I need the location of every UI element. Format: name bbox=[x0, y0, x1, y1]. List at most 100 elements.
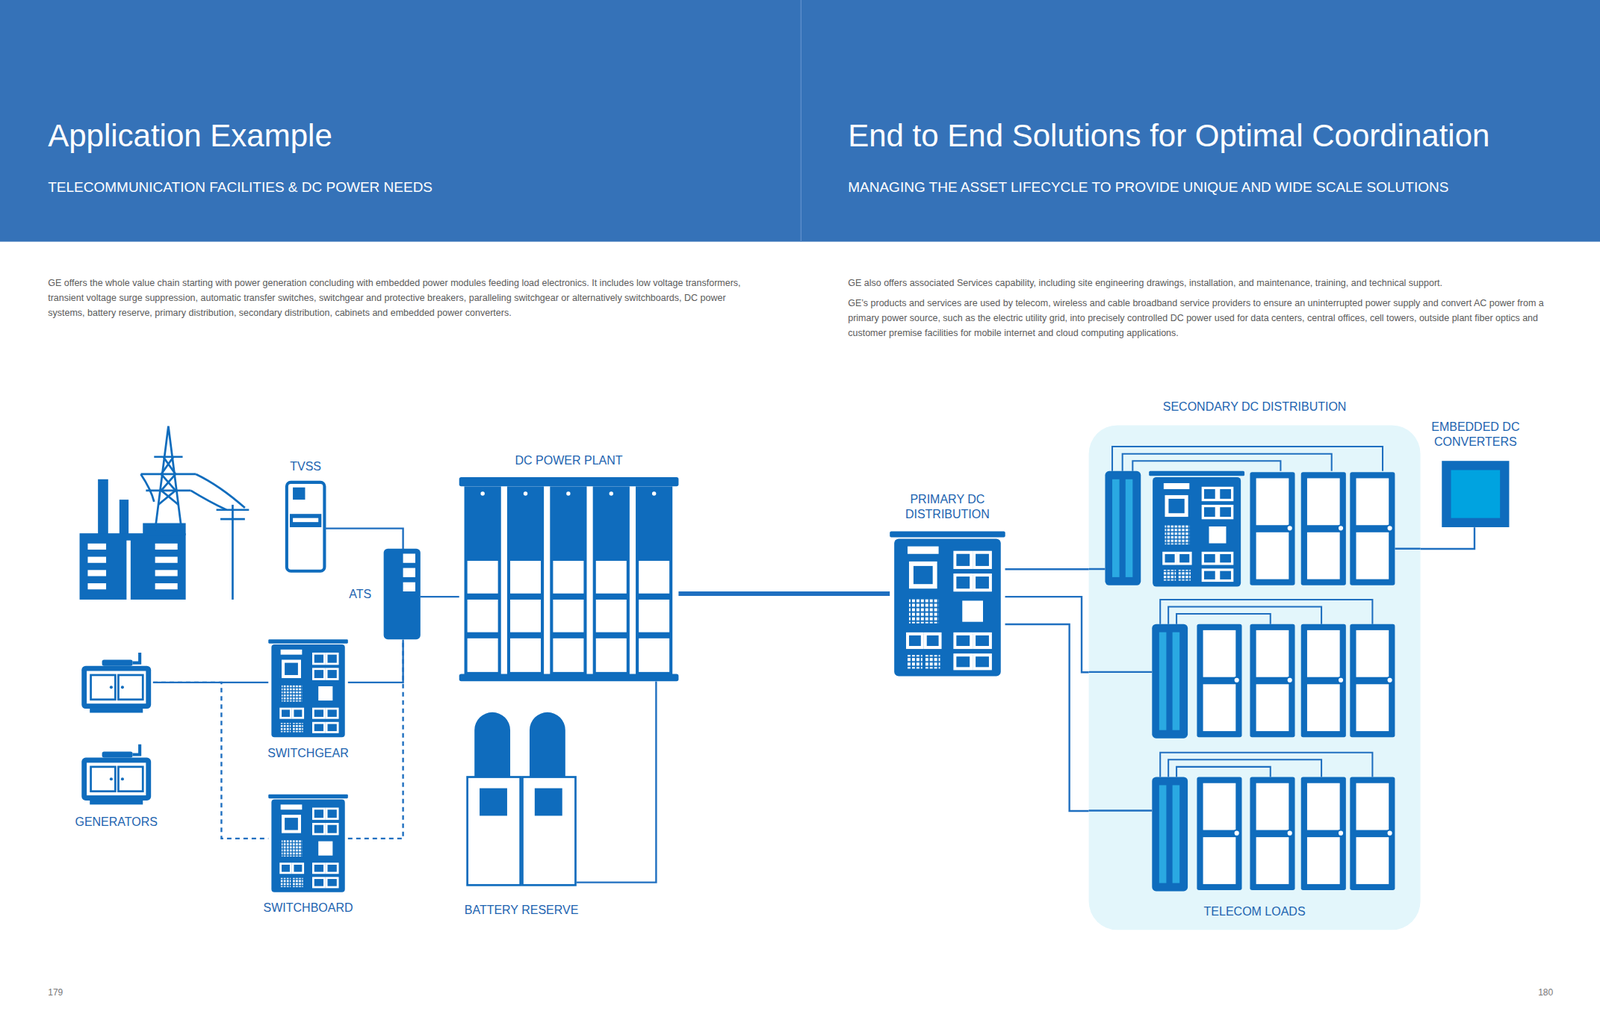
body-text: GE offers the whole value chain starting… bbox=[47, 275, 762, 321]
telecom-racks bbox=[1196, 777, 1242, 892]
ats-unit bbox=[383, 549, 421, 641]
tvss-unit bbox=[292, 518, 319, 523]
telecom-racks bbox=[1349, 624, 1395, 739]
tvss-node: TVSS bbox=[286, 482, 325, 572]
utility-grid-icon bbox=[155, 426, 183, 531]
feed-stubs bbox=[1089, 549, 1421, 812]
utility-grid-icon bbox=[87, 569, 107, 576]
power-connector bbox=[420, 596, 460, 598]
utility-grid-icon bbox=[141, 457, 197, 491]
node-label: ATS bbox=[348, 587, 372, 603]
utility-grid-icon bbox=[87, 583, 107, 590]
node-label: DC POWER PLANT bbox=[515, 453, 623, 469]
utility-grid-icon bbox=[119, 499, 129, 536]
feed-stubs bbox=[1089, 549, 1421, 812]
ats-unit bbox=[403, 568, 416, 578]
section-title: End to End Solutions for Optimal Coordin… bbox=[847, 118, 1490, 154]
page-number: 180 bbox=[1538, 987, 1553, 998]
telecom-racks bbox=[1151, 777, 1188, 892]
telecom-region bbox=[1089, 425, 1421, 930]
telecom-racks bbox=[1349, 777, 1395, 892]
subtitle: TELECOMMUNICATION FACILITIES & DC POWER … bbox=[47, 179, 433, 196]
generators-node: GENERATORS bbox=[79, 652, 154, 806]
power-connector bbox=[1005, 596, 1090, 673]
telecom-racks bbox=[1249, 777, 1295, 892]
telecom-region: SECONDARY DC DISTRIBUTIONTELECOM LOADS bbox=[1089, 425, 1421, 931]
converter-module bbox=[1441, 460, 1509, 528]
utility-grid-icon bbox=[87, 540, 178, 600]
converter-node: EMBEDDED DC CONVERTERS bbox=[1441, 460, 1509, 528]
utility-grid-icon bbox=[141, 426, 250, 600]
power-connector bbox=[1005, 568, 1090, 570]
utility-grid-icon bbox=[155, 569, 178, 576]
node-label: SWITCHGEAR bbox=[267, 746, 349, 762]
utility-grid-icon bbox=[155, 543, 178, 550]
body-text: GE also offers associated Services capab… bbox=[847, 275, 1556, 291]
utility-grid-icon bbox=[79, 533, 186, 600]
converter-module bbox=[1451, 470, 1501, 519]
battery-cells bbox=[467, 712, 576, 886]
telecom-racks bbox=[1151, 624, 1188, 739]
node-label: TVSS bbox=[289, 459, 322, 475]
battery-cells bbox=[522, 712, 576, 886]
telecom-racks bbox=[1349, 472, 1395, 586]
switch-panels bbox=[268, 794, 349, 893]
node-label: PRIMARY DC DISTRIBUTION bbox=[879, 492, 1015, 523]
telecom-racks bbox=[1148, 471, 1245, 588]
battery-cells bbox=[467, 712, 521, 886]
power-connector bbox=[576, 681, 657, 883]
dc-power-plant-racks bbox=[459, 477, 679, 682]
power-connector bbox=[348, 640, 404, 839]
telecom-racks bbox=[1104, 471, 1395, 892]
telecom-region bbox=[1089, 425, 1421, 930]
power-connector bbox=[1420, 527, 1475, 550]
utility-grid-icon bbox=[87, 557, 107, 564]
telecom-racks bbox=[1104, 471, 1141, 586]
primary-dc-node: PRIMARY DC DISTRIBUTION bbox=[889, 531, 1005, 677]
utility-grid-icon bbox=[155, 583, 178, 590]
node-label: SWITCHBOARD bbox=[263, 900, 354, 916]
utility-grid-icon bbox=[190, 490, 227, 511]
node-label: GENERATORS bbox=[74, 814, 158, 830]
tvss-unit bbox=[289, 513, 322, 528]
header-band bbox=[0, 0, 1600, 243]
telecom-racks bbox=[1249, 624, 1295, 739]
tvss-unit bbox=[292, 487, 305, 500]
telecom-racks bbox=[1249, 472, 1295, 586]
dc-power-plant-racks bbox=[459, 674, 679, 682]
converter-module bbox=[1441, 460, 1509, 528]
utility-grid-icon bbox=[216, 510, 250, 520]
generator-units bbox=[81, 744, 151, 806]
battery-node: BATTERY RESERVE bbox=[466, 712, 577, 889]
power-connector bbox=[678, 591, 890, 597]
ats-unit bbox=[403, 553, 416, 563]
header-band bbox=[0, 0, 1600, 243]
power-connector bbox=[348, 640, 404, 683]
telecom-racks bbox=[1301, 472, 1347, 586]
rack-wiring bbox=[1160, 599, 1373, 625]
page-title: Application Example bbox=[47, 118, 333, 154]
rack-wiring bbox=[1160, 752, 1373, 778]
subtitle: MANAGING THE ASSET LIFECYCLE TO PROVIDE … bbox=[847, 179, 1449, 196]
dc-plant-node: DC POWER PLANT bbox=[459, 477, 679, 682]
switch-panels bbox=[268, 639, 349, 738]
tvss-unit bbox=[286, 482, 325, 572]
rack-wiring bbox=[1112, 446, 1383, 777]
tvss-unit bbox=[286, 482, 325, 572]
power-connector bbox=[153, 682, 269, 839]
utility-grid-icon bbox=[87, 543, 107, 550]
generator-units bbox=[81, 652, 151, 714]
utility-grid-icon bbox=[141, 474, 155, 502]
telecom-racks bbox=[1301, 624, 1347, 739]
dc-power-plant-racks bbox=[459, 477, 679, 487]
dc-power-plant-racks bbox=[593, 486, 630, 677]
power-connector bbox=[324, 528, 403, 550]
telecom-racks bbox=[1196, 624, 1242, 739]
utility-grid-icon bbox=[195, 474, 246, 508]
switch-panels bbox=[268, 531, 1005, 892]
page-number: 179 bbox=[47, 987, 63, 998]
node-label: TELECOM LOADS bbox=[1204, 904, 1306, 920]
